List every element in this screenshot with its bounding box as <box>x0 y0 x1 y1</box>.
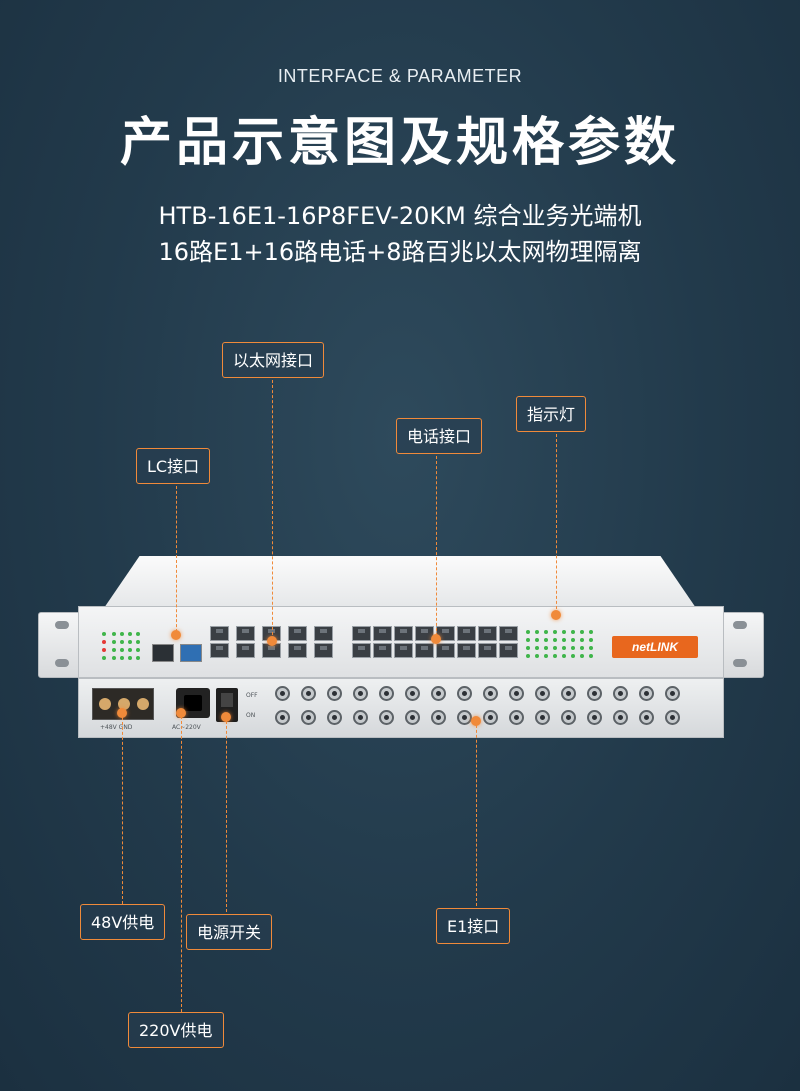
switch-off-label: OFF <box>246 692 258 699</box>
brand-logo: netLINK <box>612 636 698 658</box>
callout-lc: LC接口 <box>136 448 211 484</box>
page-title: 产品示意图及规格参数 <box>119 113 680 173</box>
chassis-top <box>104 556 696 608</box>
callout-48v: 48V供电 <box>80 904 166 940</box>
callout-power-switch: 电源开关 <box>186 914 273 950</box>
rack-ear-right <box>716 612 764 678</box>
lc-port-2[interactable] <box>180 644 202 662</box>
lc-port-1[interactable] <box>152 644 174 662</box>
callout-ethernet: 以太网接口 <box>222 342 325 378</box>
callout-220v: 220V供电 <box>128 1012 224 1048</box>
callout-e1: E1接口 <box>436 908 511 944</box>
switch-on-label: ON <box>246 712 256 719</box>
callout-indicator: 指示灯 <box>516 396 587 432</box>
subtitle-en: INTERFACE & PARAMETER <box>277 66 523 86</box>
model-line: HTB-16E1-16P8FEV-20KM 综合业务光端机 <box>158 202 642 230</box>
callout-phone: 电话接口 <box>396 418 483 454</box>
ac-socket[interactable] <box>176 688 210 718</box>
description-line: 16路E1+16路电话+8路百兆以太网物理隔离 <box>158 238 642 266</box>
ac-label: AC~220V <box>172 724 201 731</box>
dc-label: +48V GND <box>100 724 133 731</box>
